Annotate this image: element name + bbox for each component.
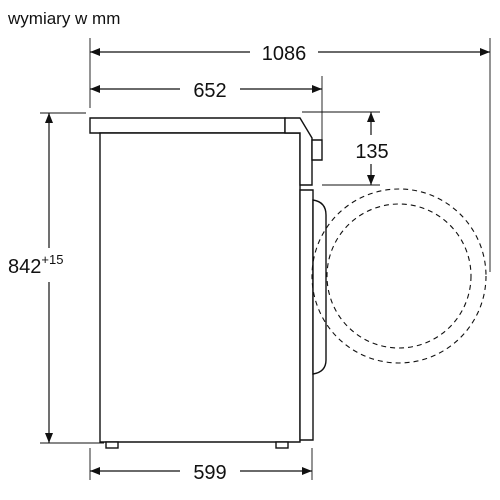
dimension-body-depth: 652	[90, 76, 323, 140]
door-bulge	[312, 199, 327, 375]
door-frame	[299, 189, 314, 441]
diagram-title: wymiary w mm	[7, 9, 120, 28]
height-label: 842+15	[8, 252, 63, 278]
foot-front	[275, 441, 289, 449]
control-knob	[311, 139, 323, 161]
dimension-height: 842+15	[8, 112, 104, 444]
body-depth-label: 652	[193, 80, 226, 102]
total-depth-label: 1086	[262, 43, 307, 65]
dimension-base-width: 599	[89, 448, 313, 484]
base-width-label: 599	[193, 462, 226, 484]
height-tolerance: +15	[41, 252, 63, 267]
door-swing-outer	[311, 188, 487, 364]
control-panel-height-label: 135	[355, 141, 388, 163]
washer-outline	[89, 117, 327, 449]
dimension-control-panel-height: 135	[302, 111, 389, 186]
height-value: 842	[8, 256, 41, 278]
top-cover	[89, 117, 286, 134]
cabinet	[99, 132, 301, 443]
dimension-total-depth: 1086	[89, 38, 491, 272]
front-panel	[284, 117, 313, 186]
door-swing-inner	[326, 203, 472, 349]
foot-rear	[105, 441, 119, 449]
